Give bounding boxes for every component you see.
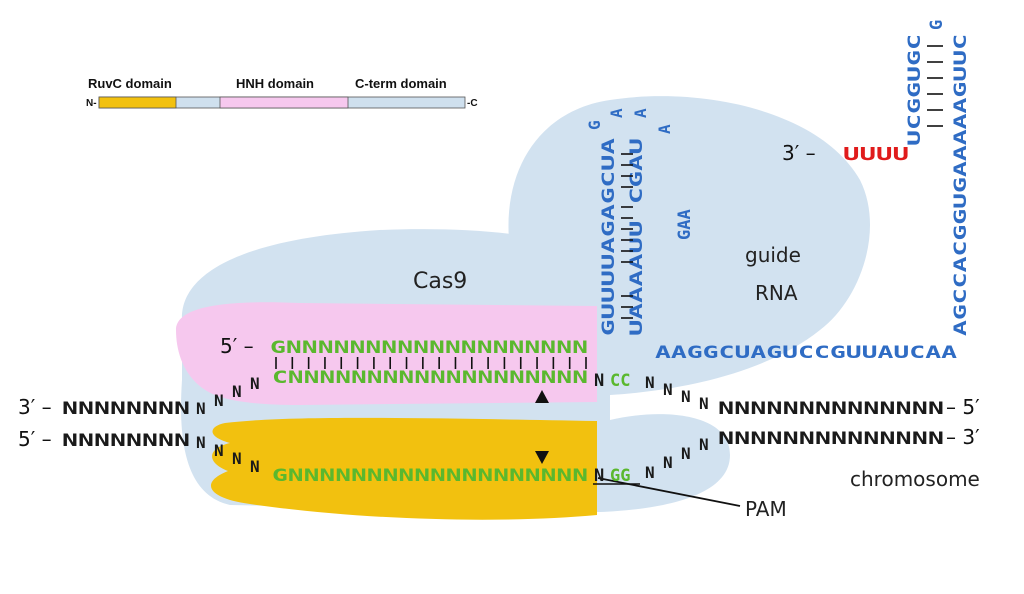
pam-gg: GG [610, 466, 630, 486]
top-strand-3prime-end: 3′ – [18, 395, 52, 419]
wave-n: N [250, 457, 260, 476]
hnh-cleavage-arrow [535, 390, 549, 403]
wave-n: N [645, 373, 655, 392]
base-pair-ticks [275, 357, 587, 369]
wave-n: N [681, 387, 691, 406]
ruvc-domain-label: RuvC domain [88, 76, 172, 91]
hnh-domain-label: HNH domain [236, 76, 314, 91]
repeat-stem-pairing-ticks [621, 153, 633, 319]
top-strand-5prime-end: – 5′ [946, 395, 980, 419]
chromosome-label: chromosome [850, 467, 980, 491]
top-strand-cc: CC [610, 371, 630, 391]
hairpin-loop-g: G [927, 20, 947, 30]
guide-spacer-sequence: GNNNNNNNNNNNNNNNNNNN [270, 338, 588, 358]
hairpin-right-arm: AGCCACGGUGAAAAAGUUC [951, 34, 971, 336]
ruvc-lobe [210, 417, 597, 520]
cas9-label: Cas9 [413, 269, 467, 294]
wave-n: N [250, 374, 260, 393]
c-terminus-label: -C [467, 98, 478, 109]
ruvc-cleavage-arrow [535, 451, 549, 464]
cas9-protein [176, 96, 871, 520]
wave-n: N [699, 394, 709, 413]
pam-pointer-line [597, 477, 741, 507]
top-strand-n: N [594, 371, 604, 391]
top-strand-right-sequence: NNNNNNNNNNNNNN [718, 399, 944, 419]
bottom-strand-n: N [594, 466, 604, 486]
n-terminus-label: N- [86, 98, 97, 109]
wave-n: N [645, 463, 655, 482]
wave-n: N [232, 382, 242, 401]
poly-u-tail: UUUU [843, 144, 909, 165]
hairpin-pairing-ticks [927, 45, 943, 127]
wave-n: N [214, 391, 224, 410]
bottom-strand-5prime-end: 5′ – [18, 427, 52, 451]
hnh-segment [219, 96, 349, 109]
bottom-strand-left-sequence: NNNNNNNN [62, 431, 190, 451]
wave-n: N [681, 444, 691, 463]
top-strand-left-sequence: NNNNNNNN [62, 399, 190, 419]
ruvc-segment [98, 96, 177, 109]
bottom-strand-3prime-end: – 3′ [946, 425, 980, 449]
wave-n: N [663, 453, 673, 472]
domain-bar: RuvC domain HNH domain C-term domain N- … [86, 76, 478, 109]
guide-label-line2: RNA [755, 281, 798, 305]
wave-n: N [196, 399, 206, 418]
guide-label-line1: guide [745, 243, 801, 267]
wave-n: N [663, 380, 673, 399]
guide-linker-sequence: AAGGCUAGUCCGUUAUCAA [655, 343, 957, 363]
hairpin-left-arm: UCGGUGC [905, 34, 925, 146]
top-strand-target-sequence: CNNNNNNNNNNNNNNNNNNN [272, 368, 588, 388]
loop-a2: A [631, 108, 650, 118]
repeat-stem-left: GUUUUAGAGCUA [599, 138, 619, 336]
loop-a1: A [607, 108, 626, 118]
wave-n: N [699, 435, 709, 454]
guide-5prime-end: 5′ – [220, 334, 254, 358]
pam-label: PAM [745, 497, 787, 521]
cterm-domain-label: C-term domain [355, 76, 447, 91]
tail-3prime-end: 3′ – [782, 141, 816, 165]
bottom-strand-right-sequence: NNNNNNNNNNNNNN [718, 429, 944, 449]
loop-g: G [585, 120, 604, 130]
loop-a3: A [655, 124, 674, 134]
wave-n: N [196, 433, 206, 452]
wave-n: N [232, 449, 242, 468]
hnh-lobe [176, 302, 597, 405]
cas9-upper-lobe [508, 96, 871, 396]
wave-n: N [214, 441, 224, 460]
bottom-strand-protospacer: GNNNNNNNNNNNNNNNNNNN [272, 466, 588, 486]
gaa-bulge: GAA [675, 209, 695, 240]
